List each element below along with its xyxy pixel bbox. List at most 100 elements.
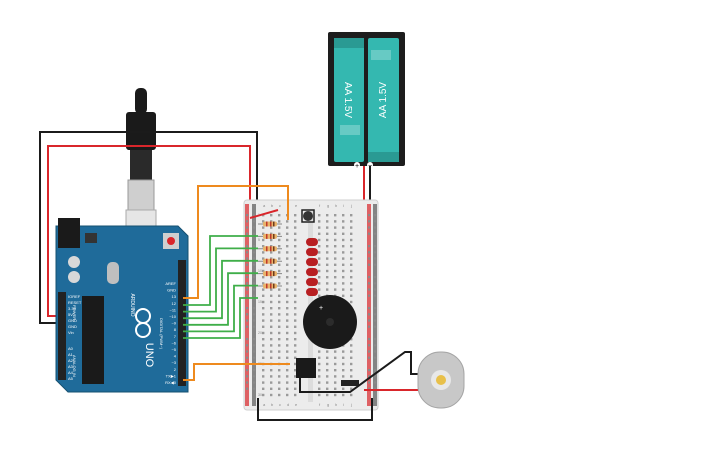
breadboard-hole[interactable] <box>342 393 345 397</box>
breadboard-hole[interactable] <box>350 362 353 366</box>
breadboard-hole[interactable] <box>294 369 297 372</box>
rail-hole[interactable] <box>246 220 249 223</box>
breadboard-hole[interactable] <box>294 251 297 254</box>
breadboard-hole[interactable] <box>334 288 337 291</box>
breadboard-hole[interactable] <box>286 232 289 235</box>
rail-hole[interactable] <box>368 356 371 359</box>
breadboard-hole[interactable] <box>286 393 289 397</box>
breadboard-hole[interactable] <box>334 381 337 384</box>
breadboard-hole[interactable] <box>262 276 265 279</box>
rail-hole[interactable] <box>253 369 256 372</box>
green-wire-bundle[interactable] <box>183 235 258 339</box>
breadboard-hole[interactable] <box>342 238 345 242</box>
breadboard-hole[interactable] <box>350 393 353 397</box>
breadboard-hole[interactable] <box>318 269 321 273</box>
rail-hole[interactable] <box>368 369 371 372</box>
rail-hole[interactable] <box>368 263 371 266</box>
breadboard-hole[interactable] <box>262 300 265 304</box>
breadboard-hole[interactable] <box>270 282 273 285</box>
breadboard-hole[interactable] <box>334 238 337 242</box>
breadboard-hole[interactable] <box>318 214 321 217</box>
breadboard-hole[interactable] <box>286 369 289 372</box>
breadboard-hole[interactable] <box>286 238 289 242</box>
breadboard-hole[interactable] <box>286 350 289 353</box>
breadboard-hole[interactable] <box>342 350 345 353</box>
rail-hole[interactable] <box>374 344 377 347</box>
rail-hole[interactable] <box>374 294 377 297</box>
rail-hole[interactable] <box>368 232 371 235</box>
breadboard-hole[interactable] <box>342 356 345 359</box>
breadboard-hole[interactable] <box>294 232 297 235</box>
breadboard-hole[interactable] <box>318 226 321 229</box>
breadboard-hole[interactable] <box>278 313 281 316</box>
breadboard-hole[interactable] <box>270 294 273 297</box>
breadboard-hole[interactable] <box>326 238 329 242</box>
breadboard-hole[interactable] <box>262 387 265 390</box>
breadboard-hole[interactable] <box>342 387 345 390</box>
breadboard-hole[interactable] <box>342 294 345 297</box>
breadboard-hole[interactable] <box>350 226 353 229</box>
breadboard-hole[interactable] <box>286 226 289 229</box>
breadboard-hole[interactable] <box>278 356 281 359</box>
breadboard-hole[interactable] <box>278 276 281 279</box>
breadboard-hole[interactable] <box>270 257 273 260</box>
breadboard-hole[interactable] <box>270 276 273 279</box>
breadboard-hole[interactable] <box>294 294 297 297</box>
breadboard-hole[interactable] <box>262 369 265 372</box>
rail-hole[interactable] <box>246 313 249 316</box>
breadboard-hole[interactable] <box>278 381 281 384</box>
diode[interactable] <box>341 380 359 386</box>
rail-hole[interactable] <box>374 338 377 341</box>
breadboard-hole[interactable] <box>278 294 281 297</box>
rail-hole[interactable] <box>368 226 371 229</box>
red-led[interactable] <box>306 268 318 276</box>
rail-hole[interactable] <box>246 381 249 384</box>
breadboard-hole[interactable] <box>318 257 321 260</box>
rail-hole[interactable] <box>253 214 256 217</box>
breadboard-hole[interactable] <box>270 288 273 291</box>
breadboard-hole[interactable] <box>286 325 289 328</box>
breadboard-hole[interactable] <box>278 220 281 223</box>
breadboard-hole[interactable] <box>270 381 273 384</box>
rail-hole[interactable] <box>253 251 256 254</box>
breadboard-hole[interactable] <box>294 238 297 242</box>
breadboard-hole[interactable] <box>350 356 353 359</box>
rail-hole[interactable] <box>374 276 377 279</box>
rail-hole[interactable] <box>253 356 256 359</box>
breadboard-hole[interactable] <box>318 276 321 279</box>
resistor[interactable] <box>258 233 282 239</box>
breadboard-hole[interactable] <box>270 375 273 378</box>
breadboard-hole[interactable] <box>350 282 353 285</box>
rail-hole[interactable] <box>246 245 249 248</box>
rail-hole[interactable] <box>368 257 371 260</box>
rail-hole[interactable] <box>374 313 377 316</box>
breadboard-hole[interactable] <box>318 387 321 390</box>
breadboard-hole[interactable] <box>286 387 289 390</box>
breadboard-hole[interactable] <box>294 245 297 248</box>
green-wire[interactable] <box>183 247 258 313</box>
breadboard-hole[interactable] <box>342 232 345 235</box>
breadboard-hole[interactable] <box>278 245 281 248</box>
resistor[interactable] <box>258 283 282 289</box>
breadboard-hole[interactable] <box>334 232 337 235</box>
green-wire[interactable] <box>183 297 258 339</box>
rail-hole[interactable] <box>253 325 256 328</box>
rail-hole[interactable] <box>374 232 377 235</box>
breadboard-hole[interactable] <box>334 220 337 223</box>
resistor[interactable] <box>258 271 282 277</box>
red-led[interactable] <box>306 288 318 296</box>
resistor[interactable] <box>258 221 282 227</box>
breadboard-hole[interactable] <box>342 226 345 229</box>
breadboard-hole[interactable] <box>334 375 337 378</box>
breadboard-hole[interactable] <box>342 214 345 217</box>
breadboard-hole[interactable] <box>262 313 265 316</box>
breadboard-hole[interactable] <box>262 381 265 384</box>
breadboard-hole[interactable] <box>294 276 297 279</box>
rail-hole[interactable] <box>368 245 371 248</box>
breadboard-hole[interactable] <box>286 313 289 316</box>
breadboard-hole[interactable] <box>318 288 321 291</box>
wire-orange-pin2[interactable] <box>183 363 290 381</box>
breadboard-hole[interactable] <box>318 232 321 235</box>
rail-hole[interactable] <box>253 381 256 384</box>
rail-hole[interactable] <box>253 263 256 266</box>
